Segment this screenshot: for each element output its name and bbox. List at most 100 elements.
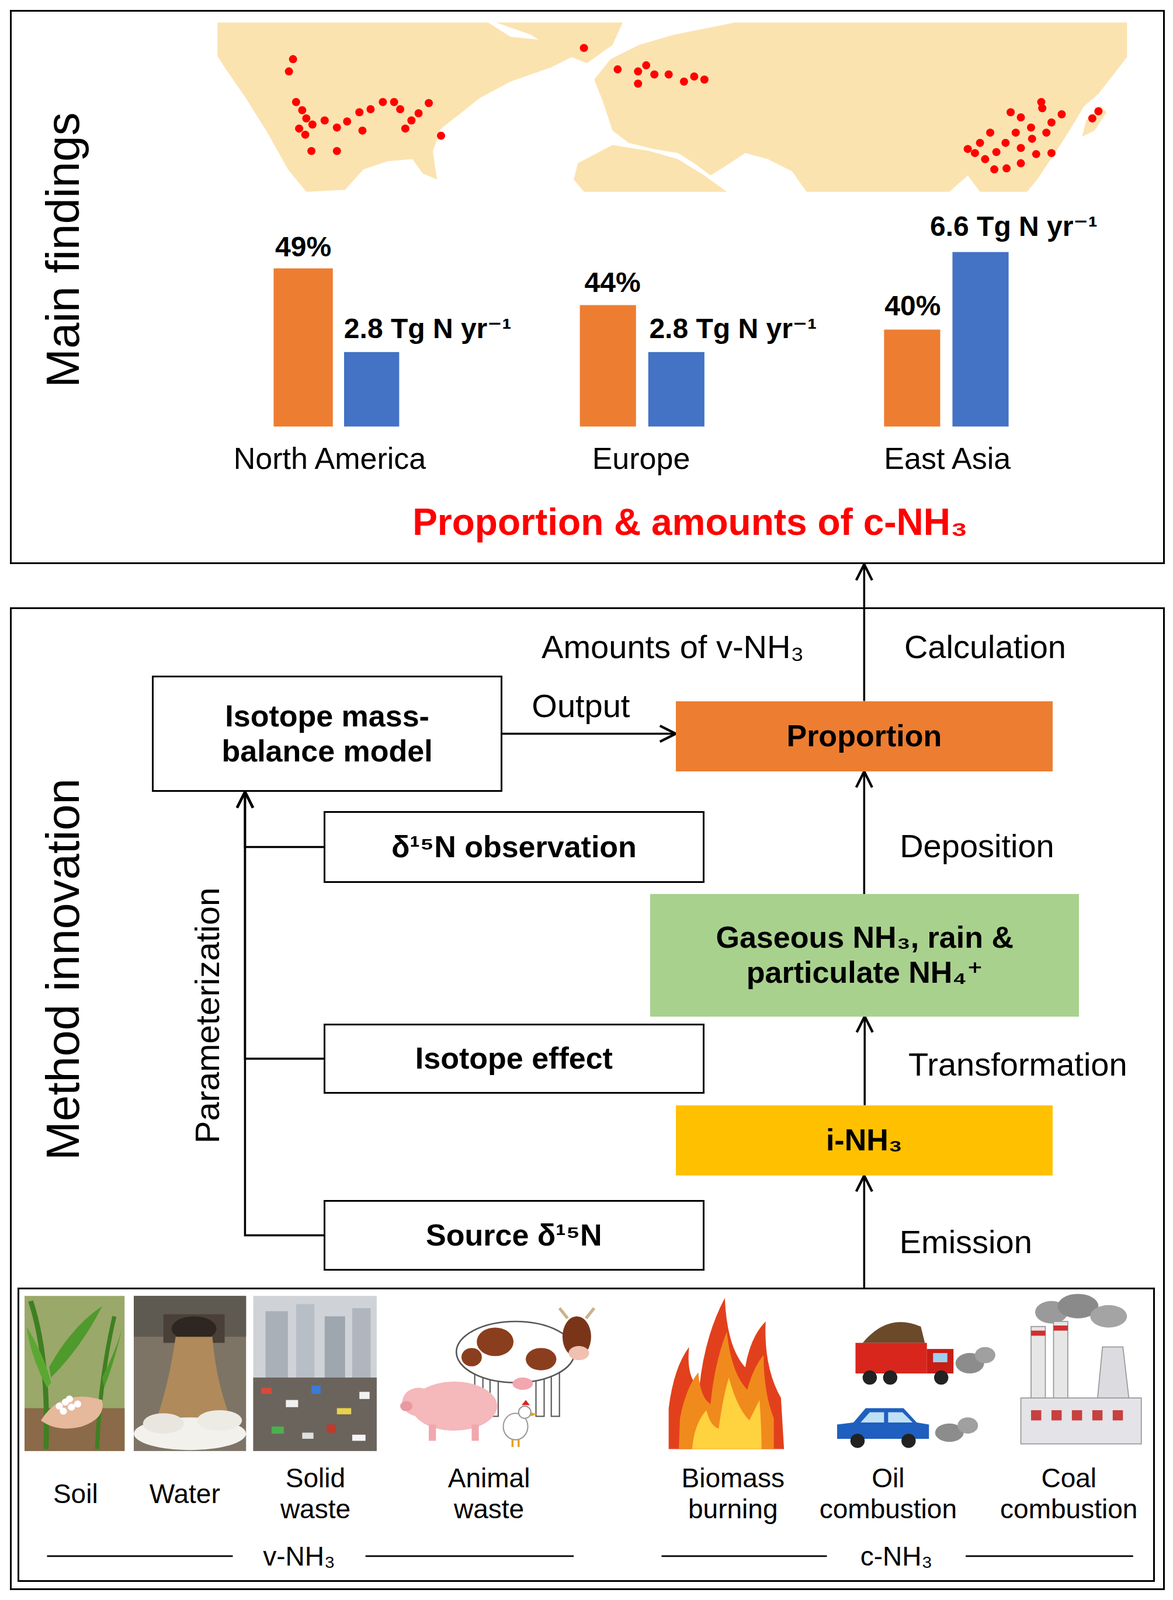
- world-map: [495, 22, 623, 64]
- site-dots: [976, 139, 985, 148]
- factory-drawing: [1021, 1294, 1142, 1445]
- vehicle-drawing: [927, 1349, 954, 1374]
- fire-drawing: [678, 1331, 775, 1450]
- vehicle-drawing: [901, 1434, 916, 1449]
- amount-value: 2.8 Tg N yr⁻¹: [344, 312, 512, 345]
- flow-arrow: [502, 733, 676, 736]
- amount-value: 6.6 Tg N yr⁻¹: [929, 210, 1098, 243]
- site-dots: [301, 130, 310, 140]
- input-box: Isotope effect: [323, 1024, 705, 1095]
- factory-drawing: [1051, 1410, 1062, 1421]
- waste-photo: [326, 1424, 336, 1433]
- factory-drawing: [1090, 1305, 1127, 1328]
- waste-photo: [352, 1308, 371, 1384]
- soil-photo: [24, 1296, 125, 1452]
- site-dots: [414, 109, 423, 118]
- site-dots: [378, 98, 387, 107]
- site-dots: [285, 67, 294, 76]
- site-dots: [285, 43, 1103, 174]
- fertilizer-granules: [74, 1400, 82, 1408]
- edge-label: Output: [531, 687, 630, 725]
- waste-photo: [261, 1388, 272, 1395]
- fire-drawing: [668, 1298, 784, 1450]
- vehicle-drawing: [957, 1417, 978, 1435]
- site-dots: [1001, 139, 1010, 148]
- site-dots: [650, 70, 659, 79]
- livestock-drawing: [400, 1401, 413, 1412]
- soil-photo: [102, 1327, 123, 1389]
- vehicle-drawing: [862, 1322, 926, 1344]
- site-dots: [342, 117, 352, 126]
- fertilizer-granules: [67, 1404, 75, 1412]
- livestock-drawing: [456, 1321, 575, 1384]
- site-dots: [1026, 123, 1036, 132]
- site-dots: [332, 123, 342, 132]
- site-dots: [1042, 128, 1051, 137]
- bar-chart: [648, 352, 705, 428]
- source-name: Oil combustion: [811, 1463, 964, 1526]
- water-photo: [196, 1410, 242, 1432]
- box-text: Proportion: [786, 719, 942, 755]
- livestock-drawing: [525, 1348, 557, 1371]
- site-dots: [633, 79, 642, 88]
- flow-arrow: [244, 792, 324, 1060]
- factory-drawing: [1053, 1321, 1068, 1404]
- source-name: Water: [149, 1479, 221, 1511]
- world-map: [217, 22, 580, 192]
- site-dots: [396, 105, 405, 114]
- site-dots: [320, 116, 329, 125]
- site-dots: [1006, 108, 1015, 117]
- waste-photo: [252, 1296, 377, 1452]
- vehicle-drawing: [862, 1371, 877, 1386]
- region-name: Europe: [592, 442, 691, 478]
- bar-chart: [952, 252, 1009, 428]
- percent-value: 40%: [884, 290, 941, 323]
- site-dots: [613, 65, 622, 74]
- livestock-drawing: [461, 1348, 482, 1367]
- waste-photo: [359, 1392, 370, 1400]
- factory-drawing: [1031, 1327, 1046, 1404]
- site-dots: [1017, 143, 1026, 152]
- world-map: [575, 42, 599, 55]
- group-name: v-NH₃: [262, 1541, 336, 1573]
- method-panel: Method innovationIsotope mass-balance mo…: [9, 607, 1165, 1591]
- livestock-drawing: [512, 1378, 533, 1391]
- site-dots: [1017, 113, 1026, 122]
- site-dots: [424, 99, 433, 108]
- source-name: Solid waste: [271, 1463, 360, 1526]
- site-dots: [295, 124, 304, 133]
- vehicle-drawing: [974, 1347, 996, 1365]
- input-box: Source δ¹⁵N: [323, 1200, 705, 1272]
- source-name: Biomass burning: [671, 1463, 795, 1526]
- site-dots: [963, 144, 973, 154]
- panel-heading: Main findings: [36, 112, 90, 388]
- source-name: Animal waste: [439, 1463, 539, 1526]
- flow-arrow: [244, 792, 324, 1236]
- factory-drawing: [1031, 1331, 1046, 1337]
- soil-photo: [26, 1327, 52, 1389]
- vehicle-drawing: [934, 1371, 949, 1386]
- site-dots: [1057, 110, 1066, 119]
- water-photo: [133, 1296, 246, 1452]
- vehicle-drawing: [883, 1371, 898, 1386]
- group-rule: [965, 1556, 1134, 1558]
- water-photo: [143, 1413, 185, 1435]
- bar-chart: [580, 304, 637, 427]
- livestock-drawing: [428, 1424, 436, 1442]
- edge-label: Transformation: [908, 1046, 1128, 1084]
- vehicle-drawing: [932, 1353, 947, 1363]
- factory-drawing: [1071, 1410, 1082, 1421]
- site-dots: [1094, 106, 1103, 116]
- livestock-drawing: [471, 1424, 479, 1442]
- livestock-drawing: [476, 1327, 514, 1357]
- site-dots: [986, 128, 995, 137]
- box-text: δ¹⁵N observation: [391, 830, 637, 866]
- world-map: [608, 54, 626, 82]
- site-dots: [1017, 159, 1026, 168]
- site-dots: [436, 131, 446, 140]
- vehicle-drawing: [837, 1322, 996, 1449]
- factory-drawing: [1097, 1347, 1130, 1401]
- site-dots: [1032, 150, 1041, 159]
- factory-drawing: [1031, 1410, 1041, 1421]
